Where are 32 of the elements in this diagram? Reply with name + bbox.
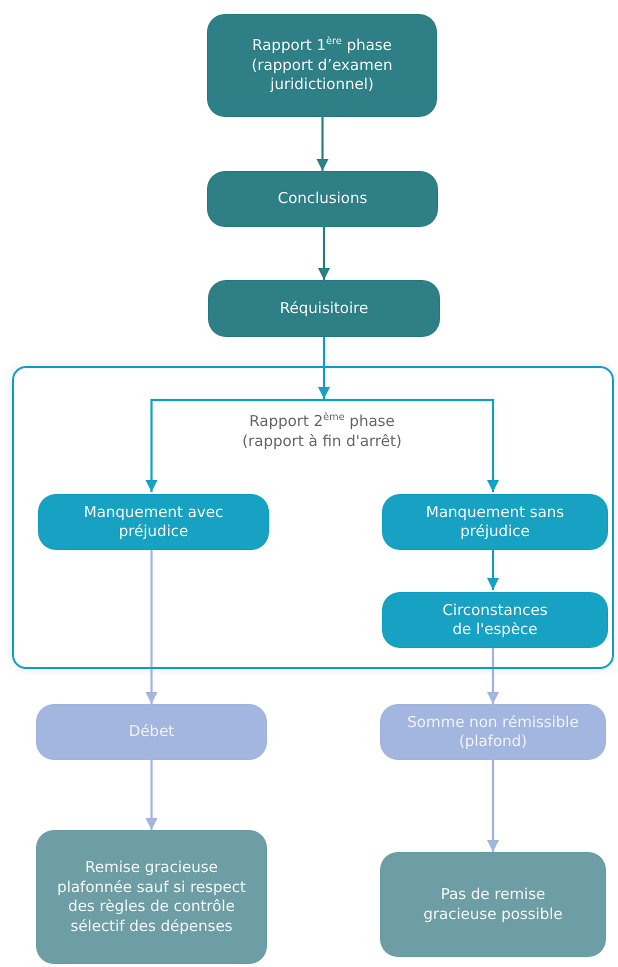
process-box (36, 704, 267, 760)
process-box (207, 14, 437, 117)
process-box (36, 830, 267, 964)
box-label: Débet (128, 722, 176, 742)
arrow (145, 398, 324, 492)
arrow (316, 117, 329, 171)
box-label: Réquisitoire (278, 298, 370, 318)
process-box (38, 494, 269, 550)
box-label: Remise gracieuse plafonnée sauf si respect des règles de contrôle sélectif des dépenses (56, 858, 247, 936)
process-box (382, 494, 608, 550)
process-box (208, 280, 440, 337)
box-label: Conclusions (276, 189, 368, 209)
arrow (318, 227, 330, 280)
arrow (486, 760, 500, 852)
process-box (207, 171, 438, 227)
process-box (382, 592, 608, 648)
box-label: Manquement sans préjudice (424, 502, 566, 542)
arrow (486, 646, 500, 704)
box-label: Rapport 1$^{ère}$ phase (rapport d’examen juridictionnel) (250, 36, 394, 95)
arrow (318, 337, 330, 399)
process-box (380, 852, 606, 957)
arrow (324, 398, 500, 492)
box-label: Circonstances de l'espèce (441, 600, 549, 640)
process-box (380, 704, 606, 760)
group-frame (12, 366, 614, 669)
arrow (145, 760, 158, 830)
arrow (145, 548, 158, 704)
box-label: Pas de remise gracieuse possible (422, 885, 564, 924)
box-label: Manquement avec préjudice (82, 502, 224, 542)
frame-heading: Rapport 2$^{ème}$ phase (rapport à fin d'arrêt) (241, 412, 403, 451)
arrow (486, 548, 500, 590)
box-label: Somme non rémissible (plafond) (406, 712, 580, 752)
